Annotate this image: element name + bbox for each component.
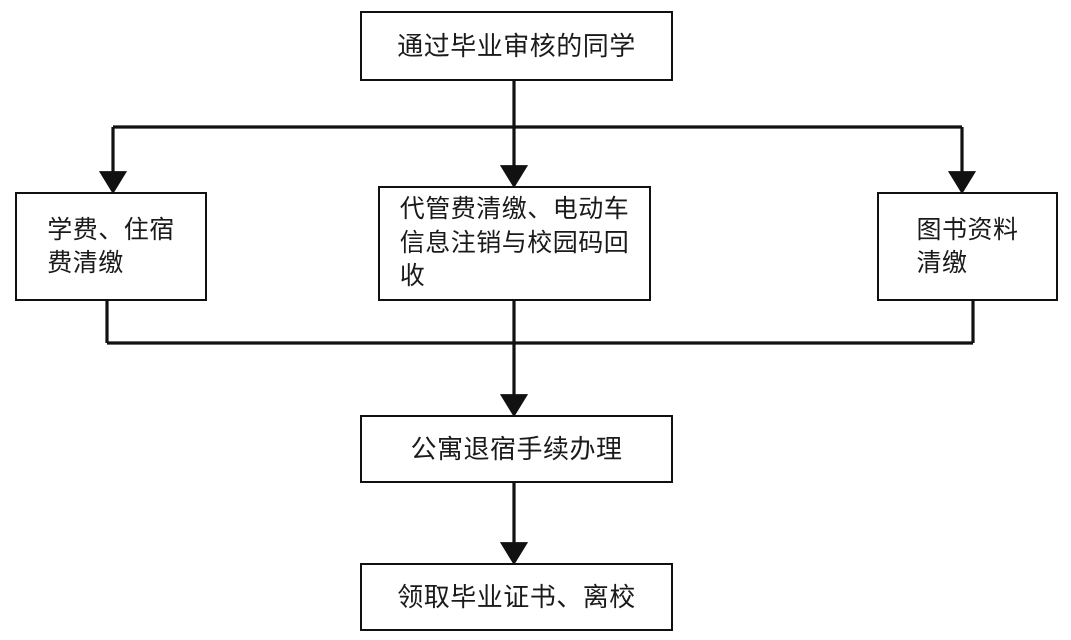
node-diploma-label: 领取毕业证书、离校 [397, 581, 636, 612]
node-tuition-label: 学费、住宿 费清缴 [47, 215, 175, 277]
node-library-label: 图书资料 清缴 [916, 215, 1019, 277]
node-start[interactable]: 通过毕业审核的同学 [360, 11, 673, 81]
node-dorm-label: 公寓退宿手续办理 [410, 433, 623, 464]
node-custody-fee-clearance[interactable]: 代管费清缴、电动车 信息注销与校园码回 收 [378, 186, 651, 301]
node-library-clearance[interactable]: 图书资料 清缴 [877, 192, 1058, 301]
node-dorm-checkout[interactable]: 公寓退宿手续办理 [360, 415, 673, 483]
node-tuition-clearance[interactable]: 学费、住宿 费清缴 [15, 192, 207, 301]
node-custody-label: 代管费清缴、电动车 信息注销与校园码回 收 [399, 195, 630, 291]
node-diploma-pickup[interactable]: 领取毕业证书、离校 [360, 563, 673, 631]
node-start-label: 通过毕业审核的同学 [397, 30, 636, 61]
